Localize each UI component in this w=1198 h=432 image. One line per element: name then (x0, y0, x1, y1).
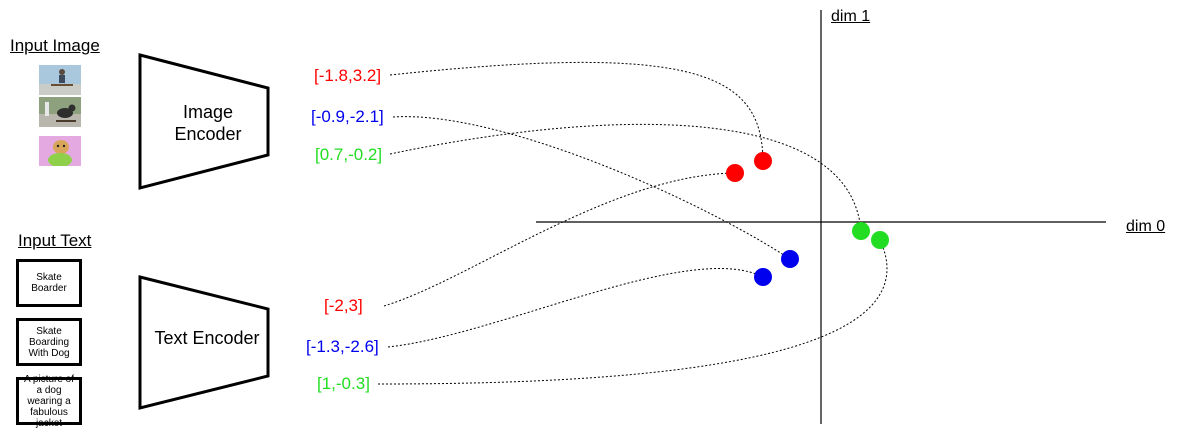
input-image-heading: Input Image (10, 36, 100, 56)
embedding-point-image-3 (852, 222, 870, 240)
embedding-point-image-2 (781, 250, 799, 268)
skateboarding-dog-thumbnail (39, 97, 81, 127)
embedding-point-text-1 (726, 164, 744, 182)
y-axis-label: dim 1 (831, 8, 870, 26)
connector-image-3 (390, 124, 861, 231)
connector-image-1 (390, 62, 763, 161)
image-vector-label-3: [0.7,-0.2] (314, 145, 383, 165)
x-axis-label: dim 0 (1126, 218, 1165, 236)
image-vector-label-1: [-1.8,3.2] (313, 66, 382, 86)
embedding-point-text-3 (871, 231, 889, 249)
input-text-heading: Input Text (18, 231, 91, 251)
input-text-box-2: Skate Boarding With Dog (16, 318, 82, 366)
dog-in-jacket-thumbnail (39, 136, 81, 166)
text-vector-label-3: [1,-0.3] (316, 374, 371, 394)
embedding-point-image-1 (754, 152, 772, 170)
input-text-box-3: A picture of a dog wearing a fabulous ja… (16, 377, 82, 425)
input-text-box-1: Skate Boarder (16, 259, 82, 307)
connector-text-2 (388, 268, 763, 347)
text-encoder-label: Text Encoder (146, 327, 268, 349)
image-vector-label-2: [-0.9,-2.1] (310, 107, 385, 127)
text-vector-label-2: [-1.3,-2.6] (305, 337, 380, 357)
connector-text-1 (384, 173, 735, 306)
connector-text-3 (378, 240, 887, 384)
skateboarder-thumbnail (39, 65, 81, 95)
embedding-point-text-2 (754, 268, 772, 286)
image-encoder-label: Image Encoder (168, 101, 248, 145)
connector-image-2 (393, 117, 790, 259)
text-vector-label-1: [-2,3] (323, 296, 364, 316)
